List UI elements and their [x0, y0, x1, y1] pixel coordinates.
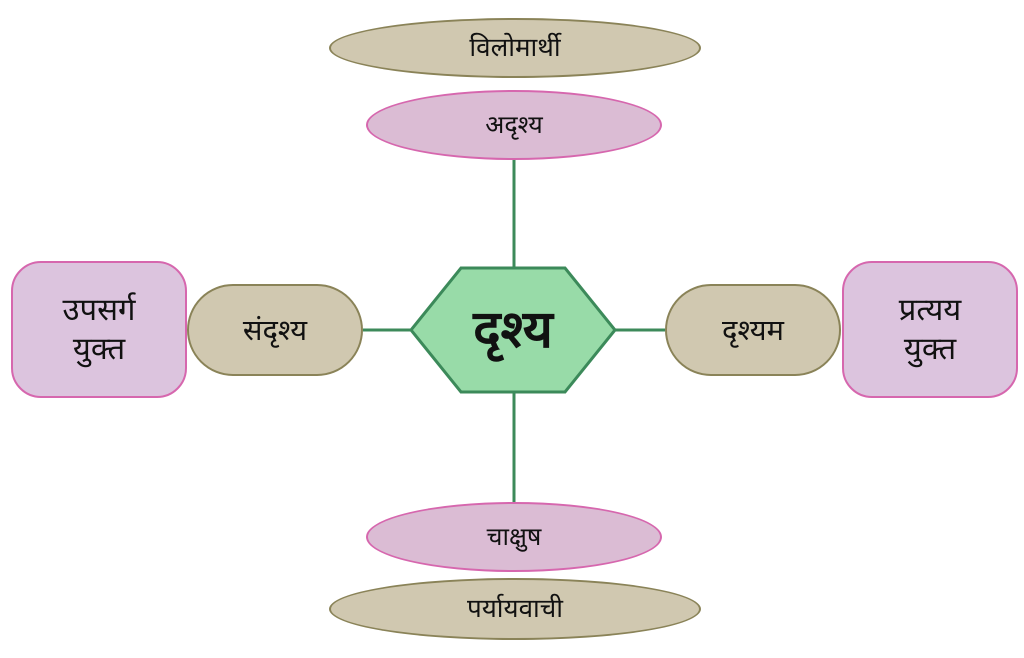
suffix-category-node: प्रत्यय युक्त	[842, 261, 1018, 398]
prefix-word-label: संदृश्य	[242, 312, 308, 347]
antonym-category-node: विलोमार्थी	[329, 18, 701, 78]
center-word-label: दृश्य	[473, 299, 553, 360]
prefix-category-node: उपसर्ग युक्त	[11, 261, 187, 398]
antonym-word-label: अदृश्य	[485, 110, 543, 140]
suffix-category-line-2: युक्त	[903, 330, 957, 367]
prefix-category-line-2: युक्त	[72, 330, 126, 367]
prefix-word-node: संदृश्य	[187, 284, 363, 376]
suffix-category-line-1: प्रत्यय	[898, 291, 962, 328]
suffix-word-node: दृश्यम	[665, 284, 841, 376]
synonym-word-label: चाक्षुष	[486, 522, 542, 552]
antonym-category-label: विलोमार्थी	[469, 32, 561, 63]
center-word-node: दृश्य	[411, 268, 615, 392]
center-hexagon	[409, 266, 617, 394]
synonym-category-node: पर्यायवाची	[329, 578, 701, 640]
synonym-category-label: पर्यायवाची	[466, 593, 564, 624]
suffix-word-label: दृश्यम	[722, 312, 784, 347]
antonym-word-node: अदृश्य	[366, 90, 662, 160]
prefix-category-line-1: उपसर्ग	[62, 291, 136, 328]
synonym-word-node: चाक्षुष	[366, 502, 662, 572]
